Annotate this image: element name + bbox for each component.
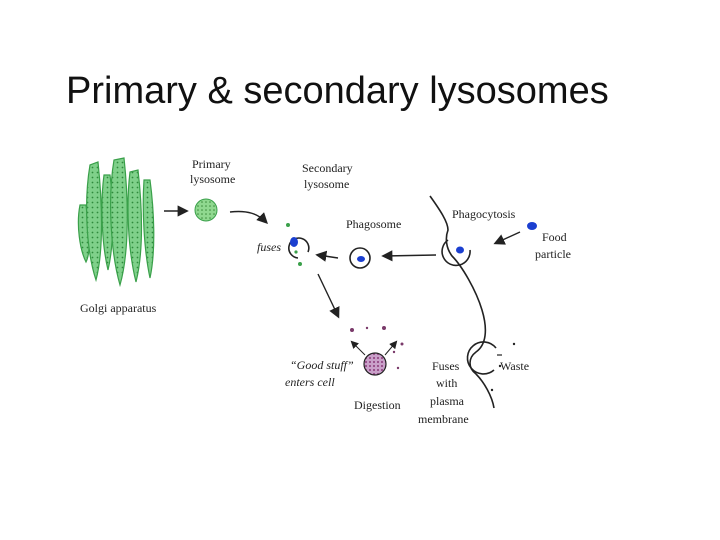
nutrient-dots xyxy=(350,326,404,370)
label-fuses-pm-3: plasma xyxy=(430,394,465,408)
label-food-2: particle xyxy=(535,247,571,261)
phagocytosis-vesicle xyxy=(441,239,471,267)
label-fuses-pm-4: membrane xyxy=(418,412,469,426)
phagosome xyxy=(349,247,371,269)
phagocytosis-food xyxy=(456,246,464,254)
label-good-stuff-2: enters cell xyxy=(285,375,335,389)
secondary-lysosome xyxy=(286,223,310,266)
food-particle xyxy=(527,222,537,230)
label-fuses-pm-1: Fuses xyxy=(432,359,460,373)
waste-dots xyxy=(490,342,516,392)
label-phagocytosis: Phagocytosis xyxy=(452,207,516,221)
label-secondary-1: Secondary xyxy=(302,161,353,175)
label-primary-2: lysosome xyxy=(190,172,235,186)
digestion-vesicle xyxy=(363,352,387,376)
arrow-phagocytosis-to-phagosome xyxy=(381,250,437,262)
label-secondary-2: lysosome xyxy=(304,177,349,191)
golgi-apparatus xyxy=(77,157,155,288)
phagosome-food xyxy=(357,256,365,262)
slide-title: Primary & secondary lysosomes xyxy=(66,70,609,112)
label-fuses-pm-2: with xyxy=(436,376,457,390)
label-digestion: Digestion xyxy=(354,398,401,412)
arrow-nutrients-right xyxy=(384,340,398,356)
arrow-primary-to-fusion xyxy=(229,210,268,224)
plasma-membrane xyxy=(429,195,495,409)
arrow-food-in xyxy=(493,231,521,245)
label-waste: Waste xyxy=(500,359,529,373)
arrow-nutrients-left xyxy=(350,340,366,356)
label-food-1: Food xyxy=(542,230,567,244)
label-good-stuff-1: “Good stuff” xyxy=(290,358,354,372)
arrow-fusion-to-digestion xyxy=(317,273,340,319)
label-golgi: Golgi apparatus xyxy=(80,301,157,315)
label-primary-1: Primary xyxy=(192,157,231,171)
primary-lysosome xyxy=(194,198,218,222)
label-phagosome: Phagosome xyxy=(346,217,401,231)
label-fuses: fuses xyxy=(257,240,281,254)
arrow-phagosome-to-fusion xyxy=(315,250,339,262)
exocytosis-vesicle xyxy=(466,341,497,375)
